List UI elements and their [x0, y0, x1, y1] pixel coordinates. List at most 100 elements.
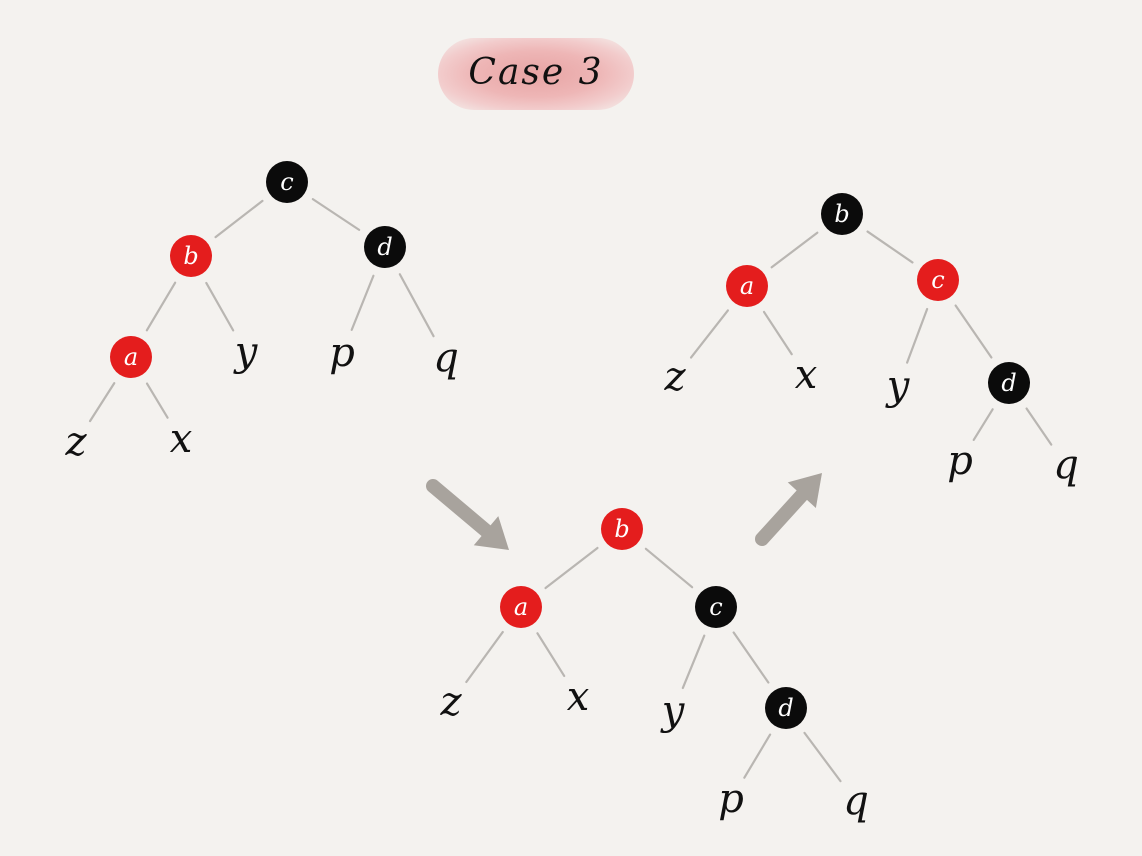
node-label-before-d: d: [377, 233, 392, 261]
arrow-recolor-shaft: [755, 488, 809, 546]
node-after-x: x: [795, 352, 818, 398]
edge-before-b-y: [205, 281, 235, 332]
node-after-z: z: [663, 354, 686, 400]
node-label-before-a: a: [124, 343, 138, 371]
edge-before-d-q: [398, 273, 435, 338]
node-circle-before-d: [364, 226, 406, 268]
node-label-middle-d: d: [778, 694, 793, 722]
edge-before-b-a: [145, 281, 177, 332]
edge-after-b-c: [866, 230, 914, 264]
arrows-layer: [426, 473, 822, 550]
node-middle-q: q: [843, 778, 869, 824]
leaf-label-after-q: q: [1053, 442, 1079, 488]
edge-after-d-p: [972, 408, 994, 442]
leaf-label-before-z: z: [64, 419, 87, 465]
node-middle-c: c: [695, 586, 737, 628]
node-after-d: d: [988, 362, 1030, 404]
leaf-label-middle-y: y: [660, 688, 686, 734]
node-label-middle-a: a: [514, 593, 528, 621]
node-after-b: b: [821, 193, 863, 235]
node-before-a: a: [110, 336, 152, 378]
leaf-label-middle-x: x: [567, 674, 590, 720]
arrow-right-rotation-shaft: [426, 479, 494, 538]
edge-middle-a-z: [465, 630, 504, 684]
case-title-banner: Case 3: [438, 38, 634, 110]
node-middle-p: p: [718, 776, 744, 822]
title-highlight: [438, 38, 634, 110]
edge-after-c-d: [954, 304, 993, 359]
node-before-z: z: [64, 419, 87, 465]
node-circle-after-b: [821, 193, 863, 235]
edge-middle-b-a: [544, 546, 599, 590]
edges-layer: [88, 198, 1053, 783]
node-middle-y: y: [660, 688, 686, 734]
node-after-a: a: [726, 265, 768, 307]
node-circle-before-a: [110, 336, 152, 378]
node-circle-after-a: [726, 265, 768, 307]
case-title: Case 3: [468, 52, 604, 93]
node-before-x: x: [170, 416, 193, 462]
node-circle-middle-c: [695, 586, 737, 628]
leaf-label-before-p: p: [329, 330, 355, 376]
node-middle-x: x: [567, 674, 590, 720]
leaf-label-middle-z: z: [439, 679, 462, 725]
edge-after-c-y: [906, 307, 929, 364]
node-before-b: b: [170, 235, 212, 277]
edge-before-a-z: [88, 382, 116, 423]
node-circle-after-d: [988, 362, 1030, 404]
node-after-y: y: [885, 363, 911, 409]
edge-before-c-b: [214, 199, 264, 239]
node-circle-middle-a: [500, 586, 542, 628]
node-circle-before-c: [266, 161, 308, 203]
edge-before-c-d: [311, 198, 361, 231]
leaf-label-before-x: x: [170, 416, 193, 462]
leaf-label-middle-q: q: [843, 778, 869, 824]
node-middle-z: z: [439, 679, 462, 725]
edge-after-b-a: [770, 231, 819, 269]
edge-after-a-x: [762, 310, 793, 356]
node-label-after-b: b: [834, 200, 849, 228]
node-label-before-b: b: [183, 242, 198, 270]
node-before-y: y: [233, 329, 259, 375]
node-after-p: p: [947, 438, 973, 484]
arrow-right-rotation-head: [473, 516, 509, 550]
node-label-after-a: a: [740, 272, 754, 300]
node-middle-b: b: [601, 508, 643, 550]
node-circle-after-c: [917, 259, 959, 301]
arrow-recolor: [755, 473, 822, 546]
leaf-label-after-p: p: [947, 438, 973, 484]
node-middle-d: d: [765, 687, 807, 729]
edge-middle-c-d: [732, 631, 770, 684]
edge-after-d-q: [1025, 407, 1053, 446]
edge-middle-a-x: [536, 632, 566, 678]
node-before-q: q: [433, 335, 459, 381]
leaf-label-before-q: q: [433, 335, 459, 381]
node-circle-before-b: [170, 235, 212, 277]
node-label-after-d: d: [1001, 369, 1016, 397]
node-circle-middle-d: [765, 687, 807, 729]
edge-middle-d-q: [803, 731, 842, 783]
node-middle-a: a: [500, 586, 542, 628]
leaf-label-before-y: y: [233, 329, 259, 375]
edge-after-a-z: [689, 309, 729, 359]
node-before-c: c: [266, 161, 308, 203]
node-after-c: c: [917, 259, 959, 301]
node-label-middle-b: b: [614, 515, 629, 543]
leaf-label-middle-p: p: [718, 776, 744, 822]
leaf-label-after-z: z: [663, 354, 686, 400]
node-after-q: q: [1053, 442, 1079, 488]
node-before-p: p: [329, 330, 355, 376]
edge-middle-d-p: [743, 733, 772, 779]
edge-middle-c-y: [681, 634, 706, 690]
edge-before-a-x: [145, 382, 169, 419]
arrow-right-rotation: [426, 479, 509, 550]
node-label-before-c: c: [280, 168, 293, 196]
node-circle-middle-b: [601, 508, 643, 550]
leaf-label-after-x: x: [795, 352, 818, 398]
node-label-middle-c: c: [709, 593, 722, 621]
edge-middle-b-c: [644, 547, 694, 589]
edge-before-d-p: [350, 274, 375, 331]
arrow-recolor-head: [787, 473, 822, 508]
